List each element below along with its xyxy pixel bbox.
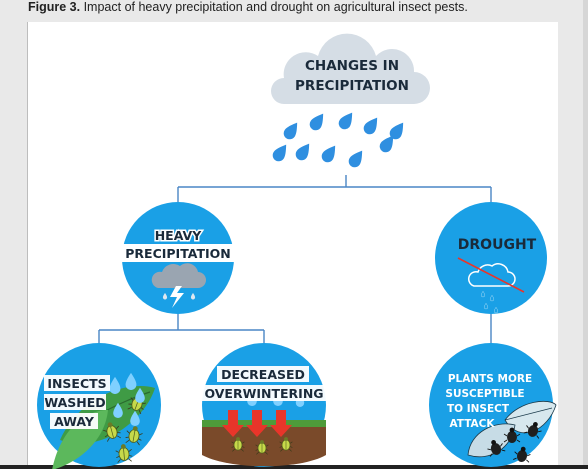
root-label-line1: CHANGES IN [305, 58, 399, 74]
down-arrow-icon [222, 410, 292, 437]
scrollbar-track[interactable] [583, 0, 588, 469]
storm-cloud-icon [151, 263, 206, 308]
drought-node [435, 202, 547, 314]
plants-label-line4: ATTACK [449, 418, 495, 430]
leaf-icon [467, 400, 557, 458]
no-rain-cloud-icon [457, 257, 525, 314]
washed-label-line3: AWAY [54, 414, 95, 429]
heavy-precipitation-node [122, 202, 236, 314]
panel-border [27, 22, 28, 469]
washed-label-line2: WASHED [44, 395, 105, 410]
figure-caption-text: Impact of heavy precipitation and drough… [83, 0, 468, 14]
washed-label-line1: INSECTS [47, 376, 106, 391]
plants-label-line1: PLANTS MORE [448, 373, 532, 385]
figure-label: Figure 3. [28, 0, 81, 14]
plants-label-line2: SUSCEPTIBLE [445, 388, 524, 400]
overwinter-label-line1: DECREASED [221, 367, 305, 382]
insects-washed-away-node [37, 343, 161, 469]
overwinter-label-line2: OVERWINTERING [204, 386, 323, 401]
root-label-line2: PRECIPITATION [295, 78, 409, 94]
plants-label-line3: TO INSECT [447, 403, 510, 415]
connector-lines [98, 175, 492, 345]
figure-caption: Figure 3. Impact of heavy precipitation … [28, 0, 588, 17]
bottom-border [0, 465, 588, 469]
heavy-label-line1: HEAVY [155, 228, 203, 243]
heavy-label-line2: PRECIPITATION [125, 246, 231, 261]
raindrop-icon [270, 109, 409, 170]
plants-susceptible-node [429, 343, 557, 467]
cloud-icon [271, 33, 430, 104]
decreased-overwintering-node [200, 343, 328, 467]
drought-label: DROUGHT [458, 237, 537, 253]
